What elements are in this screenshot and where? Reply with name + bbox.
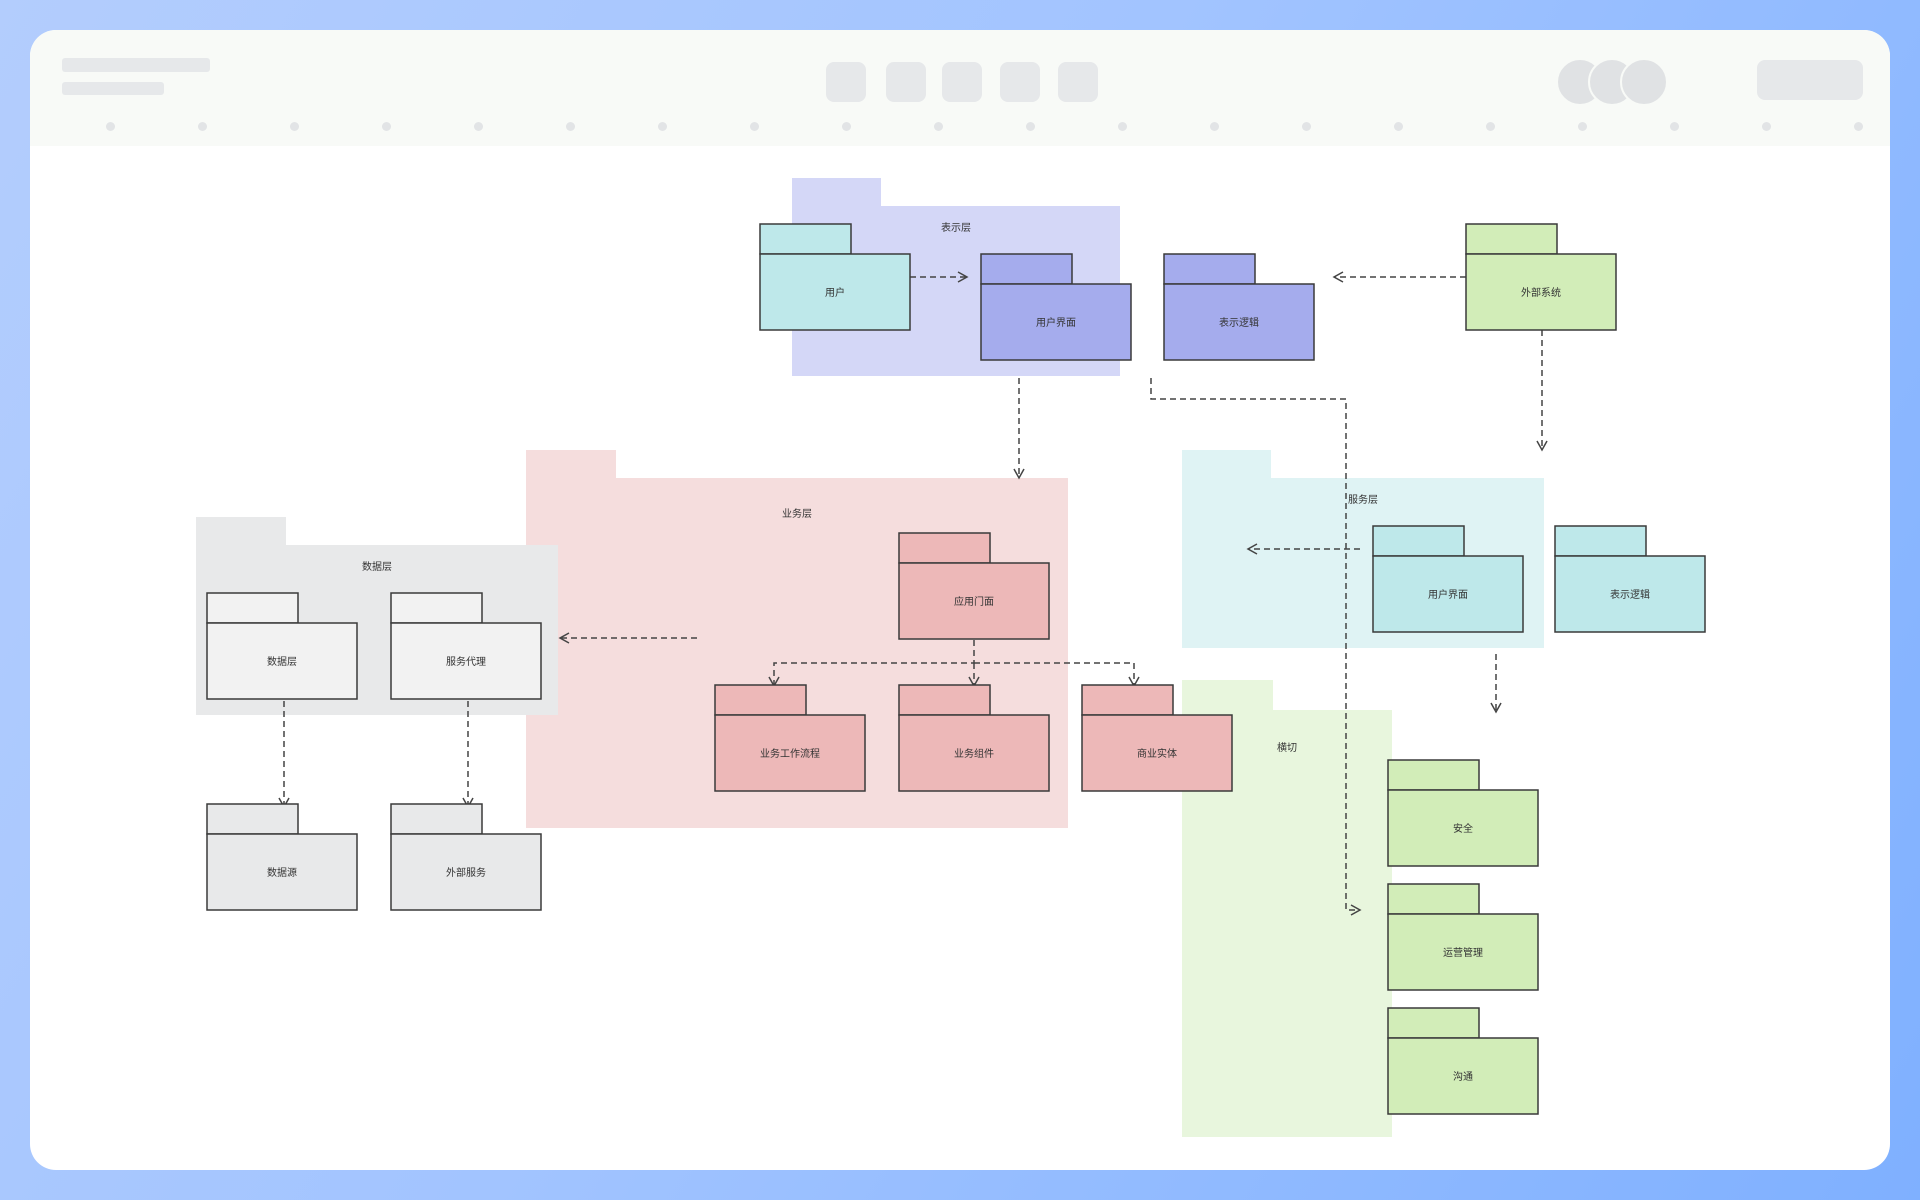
group-title: 数据层 (362, 560, 392, 573)
package-business-entity[interactable]: 商业实体 (1081, 684, 1233, 792)
document-subtitle-placeholder (62, 82, 164, 95)
package-communication[interactable]: 沟通 (1387, 1007, 1539, 1115)
diagram-canvas[interactable]: 表示层 业务层 服务层 数据层 横切 (30, 30, 1890, 1170)
group-title: 服务层 (1348, 493, 1378, 506)
package-diagram: 表示层 业务层 服务层 数据层 横切 (196, 178, 1706, 1137)
package-data-source[interactable]: 数据源 (206, 803, 358, 911)
package-label: 表示逻辑 (1219, 316, 1259, 329)
ruler-dot (1302, 122, 1311, 131)
ruler-dot (658, 122, 667, 131)
toolbar-tool-button-4[interactable] (1000, 62, 1040, 102)
package-label: 表示逻辑 (1610, 588, 1650, 601)
package-service-logic[interactable]: 表示逻辑 (1554, 525, 1706, 633)
package-external-service[interactable]: 外部服务 (390, 803, 542, 911)
ruler-dot (566, 122, 575, 131)
connectors (278, 271, 1548, 916)
package-operations[interactable]: 运营管理 (1387, 883, 1539, 991)
ruler-dot (1578, 122, 1587, 131)
ruler-dot (290, 122, 299, 131)
ruler-dot (750, 122, 759, 131)
package-service-agent[interactable]: 服务代理 (390, 592, 542, 700)
package-label: 商业实体 (1137, 747, 1177, 760)
package-presentation-logic[interactable]: 表示逻辑 (1163, 253, 1315, 361)
ruler-dot (1854, 122, 1863, 131)
ruler-dot (1762, 122, 1771, 131)
package-label: 数据层 (267, 655, 297, 668)
package-label: 用户 (825, 286, 845, 299)
toolbar-tool-button-3[interactable] (942, 62, 982, 102)
toolbar-tool-button-5[interactable] (1058, 62, 1098, 102)
package-label: 业务组件 (954, 747, 994, 760)
package-label: 服务代理 (446, 655, 486, 668)
connector-facade-to-entity (974, 662, 1140, 688)
package-label: 数据源 (267, 866, 297, 879)
group-title: 业务层 (782, 507, 812, 520)
ruler-dot (1670, 122, 1679, 131)
ruler-dot (842, 122, 851, 131)
connector-presentation-to-crosscutting (1150, 378, 1362, 916)
connector-facade-to-workflow (768, 640, 975, 688)
package-business-component[interactable]: 业务组件 (898, 684, 1050, 792)
ruler-dot (1026, 122, 1035, 131)
group-title: 表示层 (941, 221, 971, 234)
package-data-layer[interactable]: 数据层 (206, 592, 358, 700)
package-label: 业务工作流程 (760, 747, 820, 760)
document-title-placeholder (62, 58, 210, 72)
ruler-dot (1486, 122, 1495, 131)
package-label: 外部服务 (446, 866, 486, 879)
package-label: 运营管理 (1443, 946, 1483, 959)
ruler-dot (1118, 122, 1127, 131)
package-label: 安全 (1453, 822, 1473, 835)
toolbar (30, 30, 1890, 146)
toolbar-tool-button-2[interactable] (886, 62, 926, 102)
ruler-dot (934, 122, 943, 131)
toolbar-tool-button-1[interactable] (826, 62, 866, 102)
group-title: 横切 (1277, 741, 1297, 754)
package-user[interactable]: 用户 (759, 223, 911, 331)
package-label: 沟通 (1453, 1070, 1473, 1083)
ruler-dot (1394, 122, 1403, 131)
package-business-workflow[interactable]: 业务工作流程 (714, 684, 866, 792)
ruler-dot (1210, 122, 1219, 131)
share-button[interactable] (1757, 60, 1863, 100)
package-security[interactable]: 安全 (1387, 759, 1539, 867)
avatar[interactable] (1620, 58, 1668, 106)
package-label: 用户界面 (1428, 588, 1468, 601)
package-label: 外部系统 (1521, 286, 1561, 299)
package-presentation-ui[interactable]: 用户界面 (980, 253, 1132, 361)
package-label: 应用门面 (954, 595, 994, 608)
ruler-dot (382, 122, 391, 131)
package-app-facade[interactable]: 应用门面 (898, 532, 1050, 640)
ruler-dot (198, 122, 207, 131)
app-window: 表示层 业务层 服务层 数据层 横切 (30, 30, 1890, 1170)
package-label: 用户界面 (1036, 316, 1076, 329)
package-service-ui[interactable]: 用户界面 (1372, 525, 1524, 633)
package-external-system[interactable]: 外部系统 (1465, 223, 1617, 331)
ruler-dot (106, 122, 115, 131)
ruler-dot (474, 122, 483, 131)
